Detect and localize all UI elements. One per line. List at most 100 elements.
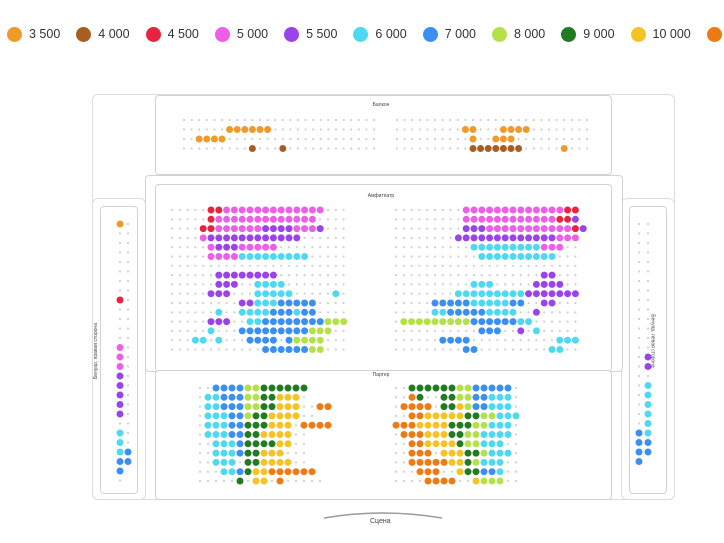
seat-available[interactable] [300, 468, 308, 476]
seat-available[interactable] [301, 346, 309, 353]
seat-available[interactable] [408, 421, 416, 429]
seat-available[interactable] [269, 206, 277, 214]
seat-available[interactable] [215, 253, 223, 260]
seat-available[interactable] [464, 393, 472, 401]
seat-available[interactable] [464, 403, 472, 411]
seat-available[interactable] [308, 468, 316, 476]
seat-available[interactable] [470, 280, 478, 288]
seat-available[interactable] [223, 206, 231, 214]
seat-available[interactable] [496, 393, 504, 401]
seat-available[interactable] [432, 384, 440, 392]
seat-available[interactable] [124, 448, 132, 456]
seat-available[interactable] [556, 215, 564, 223]
seat-available[interactable] [564, 206, 572, 214]
seat-available[interactable] [493, 243, 501, 251]
seat-available[interactable] [416, 421, 424, 429]
seat-available[interactable] [556, 280, 564, 288]
seat-available[interactable] [400, 431, 408, 438]
seat-available[interactable] [440, 431, 448, 438]
seat-available[interactable] [439, 336, 447, 344]
seat-available[interactable] [464, 431, 472, 438]
seat-available[interactable] [269, 234, 277, 242]
seat-available[interactable] [480, 384, 488, 392]
seat-available[interactable] [228, 384, 236, 392]
seat-available[interactable] [532, 234, 540, 242]
seat-available[interactable] [260, 421, 268, 429]
seat-available[interactable] [509, 299, 517, 307]
seat-available[interactable] [293, 299, 301, 307]
seat-available[interactable] [292, 393, 300, 401]
seat-available[interactable] [486, 280, 494, 288]
seat-available[interactable] [285, 253, 293, 260]
seat-available[interactable] [472, 440, 480, 448]
seat-available[interactable] [230, 243, 238, 251]
seat-available[interactable] [212, 431, 220, 438]
seat-available[interactable] [252, 393, 260, 401]
seat-available[interactable] [254, 299, 262, 307]
seat-available[interactable] [440, 384, 448, 392]
seat-available[interactable] [571, 215, 579, 223]
seat-available[interactable] [517, 225, 525, 233]
seat-available[interactable] [268, 431, 276, 438]
seat-available[interactable] [440, 449, 448, 457]
seat-available[interactable] [204, 412, 212, 420]
seat-available[interactable] [284, 403, 292, 411]
seat-available[interactable] [254, 290, 262, 298]
seat-available[interactable] [207, 290, 215, 298]
seat-available[interactable] [432, 458, 440, 466]
seat-available[interactable] [532, 206, 540, 214]
seat-available[interactable] [246, 308, 254, 316]
seat-available[interactable] [532, 243, 540, 251]
seat-available[interactable] [254, 271, 262, 279]
seat-available[interactable] [254, 308, 262, 316]
seat-available[interactable] [191, 336, 199, 344]
seat-available[interactable] [260, 449, 268, 457]
seat-available[interactable] [284, 421, 292, 429]
seat-available[interactable] [447, 299, 455, 307]
seat-available[interactable] [284, 431, 292, 438]
seat-available[interactable] [223, 243, 231, 251]
seat-available[interactable] [462, 346, 470, 353]
seat-available[interactable] [316, 421, 324, 429]
seat-available[interactable] [486, 290, 494, 298]
seat-available[interactable] [522, 126, 530, 133]
seat-available[interactable] [300, 384, 308, 392]
seat-available[interactable] [246, 206, 254, 214]
seat-available[interactable] [488, 477, 496, 485]
seat-available[interactable] [447, 336, 455, 344]
seat-available[interactable] [277, 318, 285, 326]
seat-available[interactable] [207, 234, 215, 242]
seat-available[interactable] [277, 225, 285, 233]
seat-available[interactable] [496, 440, 504, 448]
seat-available[interactable] [456, 449, 464, 457]
seat-available[interactable] [504, 393, 512, 401]
seat-available[interactable] [277, 253, 285, 260]
seat-available[interactable] [548, 215, 556, 223]
seat-available[interactable] [416, 431, 424, 438]
seat-available[interactable] [293, 225, 301, 233]
seat-available[interactable] [470, 299, 478, 307]
seat-available[interactable] [644, 401, 652, 408]
seat-available[interactable] [493, 234, 501, 242]
seat-available[interactable] [447, 308, 455, 316]
seat-available[interactable] [301, 318, 309, 326]
seat-available[interactable] [644, 429, 652, 437]
seat-available[interactable] [496, 384, 504, 392]
seat-available[interactable] [244, 468, 252, 476]
seat-available[interactable] [293, 308, 301, 316]
seat-available[interactable] [254, 206, 262, 214]
legend-item-4500[interactable]: 4 500 [145, 26, 199, 42]
seat-available[interactable] [540, 215, 548, 223]
seat-available[interactable] [540, 299, 548, 307]
seat-available[interactable] [470, 234, 478, 242]
seat-available[interactable] [540, 280, 548, 288]
seat-available[interactable] [564, 234, 572, 242]
legend-item-5500[interactable]: 5 500 [284, 26, 337, 42]
seat-available[interactable] [470, 243, 478, 251]
seat-available[interactable] [285, 215, 293, 223]
seat-available[interactable] [478, 243, 486, 251]
seat-available[interactable] [277, 346, 285, 353]
seat-available[interactable] [316, 327, 324, 335]
seat-available[interactable] [246, 336, 254, 344]
seat-available[interactable] [416, 393, 424, 401]
